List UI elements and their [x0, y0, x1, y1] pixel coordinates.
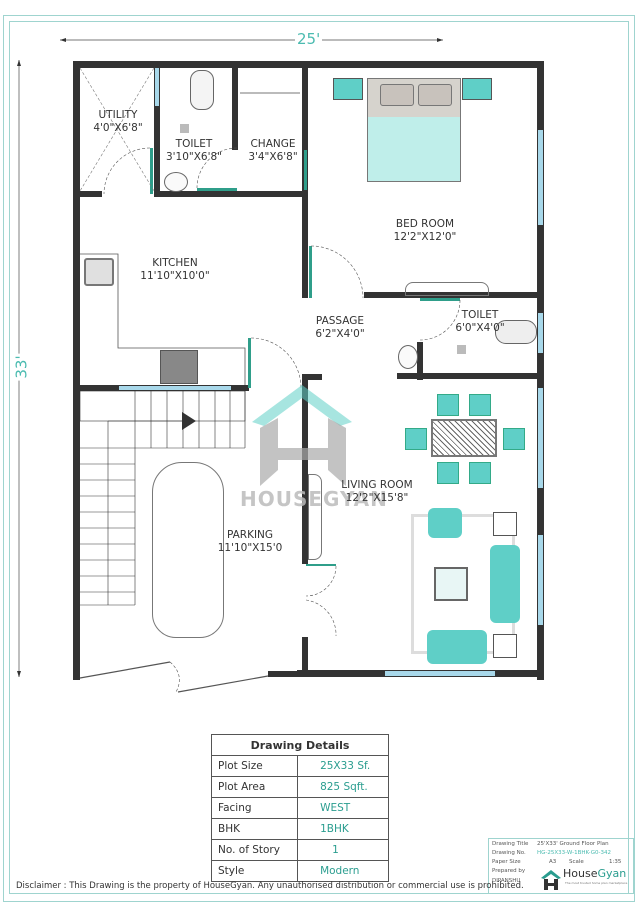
- wall-left: [73, 61, 80, 680]
- bed: [367, 78, 461, 182]
- wall-utility-toilet: [154, 68, 160, 196]
- wall-living-left: [302, 374, 308, 564]
- inner-border: [9, 21, 629, 894]
- dining-chair: [469, 394, 491, 416]
- basin-toilet1: [164, 172, 188, 192]
- door-utility[interactable]: [150, 148, 153, 194]
- door-main[interactable]: [306, 564, 336, 566]
- window-kitchen: [119, 386, 231, 390]
- floor-drain-toilet2: [457, 345, 466, 354]
- wall-living-left-stub: [302, 374, 322, 380]
- wall-parking-bottom-stub: [268, 671, 302, 677]
- door-kitchen[interactable]: [248, 338, 251, 388]
- basin-toilet2: [398, 345, 418, 369]
- sofa-two-seater: [427, 630, 487, 664]
- sofa-three-seater: [490, 545, 520, 623]
- wardrobe: [405, 282, 489, 296]
- height-dimension-label: 33': [12, 353, 31, 381]
- armchair: [428, 508, 462, 538]
- door-change[interactable]: [304, 150, 307, 190]
- brand-tagline: The most trusted home plan marketplace: [565, 881, 628, 885]
- side-table: [493, 634, 517, 658]
- window-toilet2: [538, 313, 543, 353]
- brand-name: HouseGyan: [563, 867, 627, 880]
- dining-chair: [469, 462, 491, 484]
- window-living-2: [538, 535, 543, 625]
- wall-toilet-change: [232, 68, 238, 150]
- drawing-details-title: Drawing Details: [211, 734, 389, 756]
- title-block: Drawing Title 25'X33' Ground Floor Plan …: [488, 838, 634, 894]
- dining-table: [431, 419, 497, 457]
- wall-right: [537, 61, 544, 680]
- watermark-text: HOUSEGYAN: [240, 487, 388, 511]
- kitchen-sink: [84, 258, 114, 286]
- dining-chair: [503, 428, 525, 450]
- nightstand-right: [462, 78, 492, 100]
- car: [152, 462, 224, 638]
- dining-chair: [405, 428, 427, 450]
- wall-toilet2-left: [417, 342, 423, 380]
- nightstand-left: [333, 78, 363, 100]
- wc-toilet2: [495, 320, 537, 344]
- wall-top: [73, 61, 544, 68]
- housegyan-logo-icon: [541, 870, 561, 890]
- disclaimer: Disclaimer : This Drawing is the propert…: [16, 881, 524, 891]
- window-utility-toilet: [155, 68, 159, 106]
- side-table: [493, 512, 517, 536]
- tv-unit: [308, 474, 322, 560]
- door-toilet1[interactable]: [197, 188, 237, 191]
- dining-chair: [437, 462, 459, 484]
- dining-chair: [437, 394, 459, 416]
- wall-below-utility: [80, 191, 102, 197]
- wall-living-left-lower: [302, 637, 308, 677]
- wall-toilet2-bottom: [397, 373, 544, 379]
- kitchen-stove: [160, 350, 198, 384]
- width-dimension-label: 25': [295, 30, 323, 48]
- window-living-bottom: [385, 671, 495, 676]
- coffee-table: [434, 567, 468, 601]
- wc-toilet1: [190, 70, 214, 110]
- outer-border: [3, 15, 635, 902]
- door-toilet2[interactable]: [420, 298, 460, 301]
- door-bedroom[interactable]: [309, 246, 312, 298]
- wall-below-toilet-change: [154, 191, 308, 197]
- floor-drain-toilet1: [180, 124, 189, 133]
- window-bedroom: [538, 130, 543, 225]
- window-living-1: [538, 388, 543, 488]
